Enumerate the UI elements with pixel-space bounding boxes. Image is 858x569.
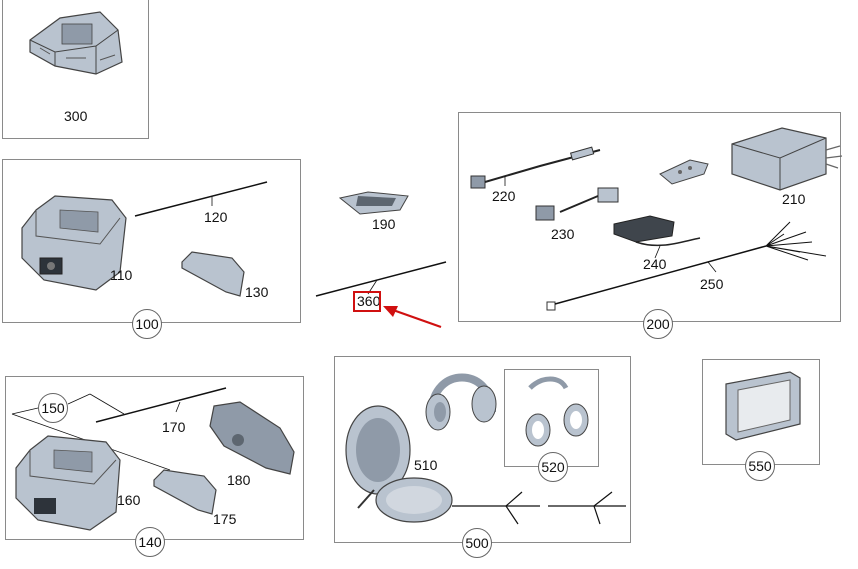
harness-250-icon[interactable] — [546, 221, 827, 311]
camera-110-icon[interactable] — [21, 195, 127, 291]
part-label-110[interactable]: 110 — [110, 267, 133, 283]
adhesive-pad-175-icon[interactable] — [153, 469, 217, 515]
part-label-210[interactable]: 210 — [782, 191, 806, 207]
cable-120-line[interactable] — [134, 181, 268, 217]
cover-180-icon[interactable] — [209, 401, 295, 475]
power-module-240-icon[interactable] — [613, 215, 701, 259]
part-label-120[interactable]: 120 — [204, 209, 228, 225]
group-circle-140[interactable]: 140 — [135, 527, 165, 557]
part-label-170[interactable]: 170 — [162, 419, 186, 435]
splitter-cable-icon[interactable] — [452, 491, 540, 525]
adhesive-pad-130-icon[interactable] — [181, 251, 245, 297]
key-fob-icon[interactable] — [659, 159, 709, 185]
part-label-360[interactable]: 360 — [357, 293, 381, 309]
part-label-230[interactable]: 230 — [551, 226, 575, 242]
display-550-icon[interactable] — [725, 371, 801, 441]
part-label-130[interactable]: 130 — [245, 284, 269, 300]
highlight-arrow-icon — [383, 306, 442, 329]
module-210-icon[interactable] — [731, 127, 843, 191]
group-circle-520[interactable]: 520 — [538, 452, 568, 482]
part-label-300[interactable]: 300 — [64, 108, 88, 124]
group-circle-100[interactable]: 100 — [132, 309, 162, 339]
case-510-icon[interactable] — [345, 405, 453, 523]
part-label-220[interactable]: 220 — [492, 188, 516, 204]
group-circle-500[interactable]: 500 — [462, 528, 492, 558]
part-label-510[interactable]: 510 — [414, 457, 438, 473]
group-300-frame — [2, 0, 149, 139]
highlight-box-360 — [353, 291, 381, 312]
part-label-190[interactable]: 190 — [372, 216, 396, 232]
part-label-160[interactable]: 160 — [117, 492, 141, 508]
part-label-175[interactable]: 175 — [213, 511, 237, 527]
group-circle-550[interactable]: 550 — [745, 451, 775, 481]
cable-220-icon[interactable] — [470, 146, 601, 189]
control-module-300-icon[interactable] — [29, 11, 123, 75]
ear-pads-520-icon[interactable] — [525, 376, 589, 447]
cable-170-line[interactable] — [95, 387, 227, 423]
headphones-icon[interactable] — [425, 373, 497, 431]
part-label-250[interactable]: 250 — [700, 276, 724, 292]
camera-160-icon[interactable] — [15, 435, 121, 531]
splitter-cable-icon[interactable] — [548, 491, 626, 525]
card-190-icon[interactable] — [338, 191, 409, 215]
group-circle-150[interactable]: 150 — [38, 393, 68, 423]
cable-360-line[interactable] — [315, 261, 447, 297]
group-circle-200[interactable]: 200 — [643, 309, 673, 339]
cable-230-icon[interactable] — [535, 187, 619, 221]
part-label-180[interactable]: 180 — [227, 472, 251, 488]
part-label-240[interactable]: 240 — [643, 256, 667, 272]
